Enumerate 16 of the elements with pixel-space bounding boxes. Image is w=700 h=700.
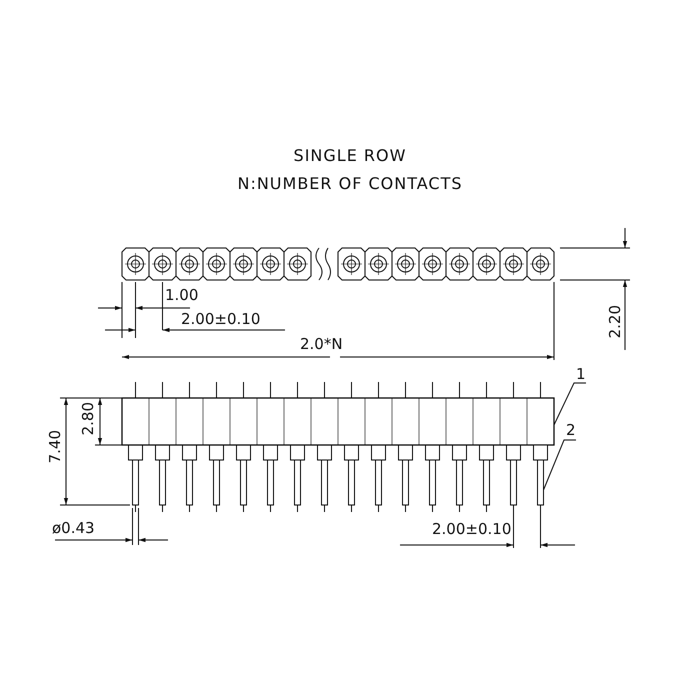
- pin: [533, 444, 548, 512]
- dimension-text: ø0.43: [52, 520, 95, 537]
- note-text: N:NUMBER OF CONTACTS: [236, 175, 464, 192]
- leader-line: [554, 382, 586, 426]
- dimension-text: 2.00±0.10: [432, 521, 512, 538]
- dimension-text: 1.00: [165, 287, 198, 304]
- dimension-text: 2.80: [80, 402, 97, 436]
- title-text: SINGLE ROW: [292, 147, 408, 164]
- leader-line: [543, 440, 576, 490]
- callout-number: 2: [566, 422, 576, 439]
- dimension-text: 7.40: [47, 430, 64, 464]
- dimension-text: 2.20: [607, 305, 624, 338]
- callout-number: 1: [576, 366, 586, 383]
- socket-body: [121, 397, 555, 446]
- dimension-text: 2.00±0.10: [181, 311, 260, 328]
- dimension-text: 2.0*N: [300, 336, 343, 353]
